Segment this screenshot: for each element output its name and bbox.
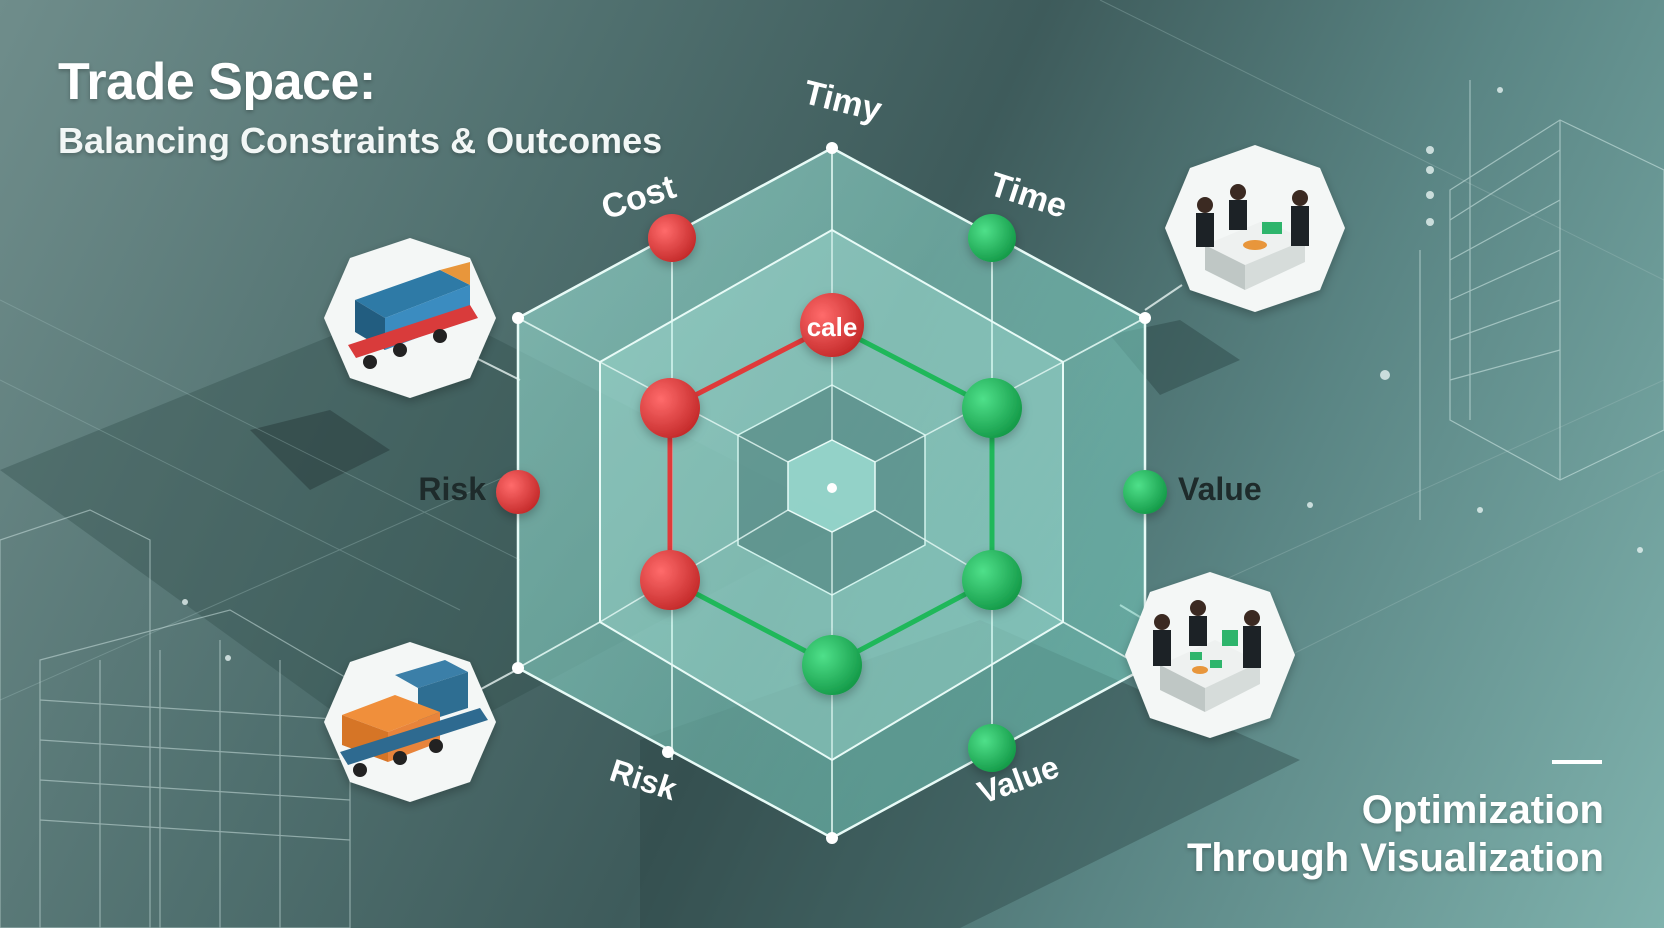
footer-tagline: Optimization Through Visualization [1187, 786, 1604, 882]
outcome-node-bottom[interactable] [802, 635, 862, 695]
footer-line-1: Optimization [1361, 788, 1604, 832]
constraint-node-upper[interactable] [640, 378, 700, 438]
constraint-node-lower[interactable] [640, 550, 700, 610]
negotiation-table-icon [1125, 572, 1295, 738]
center-node-label: cale [807, 312, 858, 342]
risk-node-left[interactable] [496, 470, 540, 514]
footer-rule [1552, 760, 1602, 764]
scale-node[interactable] [800, 293, 864, 357]
footer-line-2: Through Visualization [1186, 836, 1604, 880]
value-node-right[interactable] [1123, 470, 1167, 514]
time-node[interactable] [968, 214, 1016, 262]
orange-container-truck-icon [324, 642, 496, 802]
risk-label-left: Risk [418, 471, 486, 507]
value-node-bottom[interactable] [968, 724, 1016, 772]
page-subtitle: Balancing Constraints & Outcomes [58, 120, 663, 161]
business-meeting-icon [1165, 145, 1345, 312]
page-title: Trade Space: [58, 53, 376, 111]
outcome-node-lower[interactable] [962, 550, 1022, 610]
blue-container-truck-icon [324, 238, 496, 398]
outcome-node-upper[interactable] [962, 378, 1022, 438]
value-label-right: Value [1178, 471, 1262, 507]
cost-node[interactable] [648, 214, 696, 262]
